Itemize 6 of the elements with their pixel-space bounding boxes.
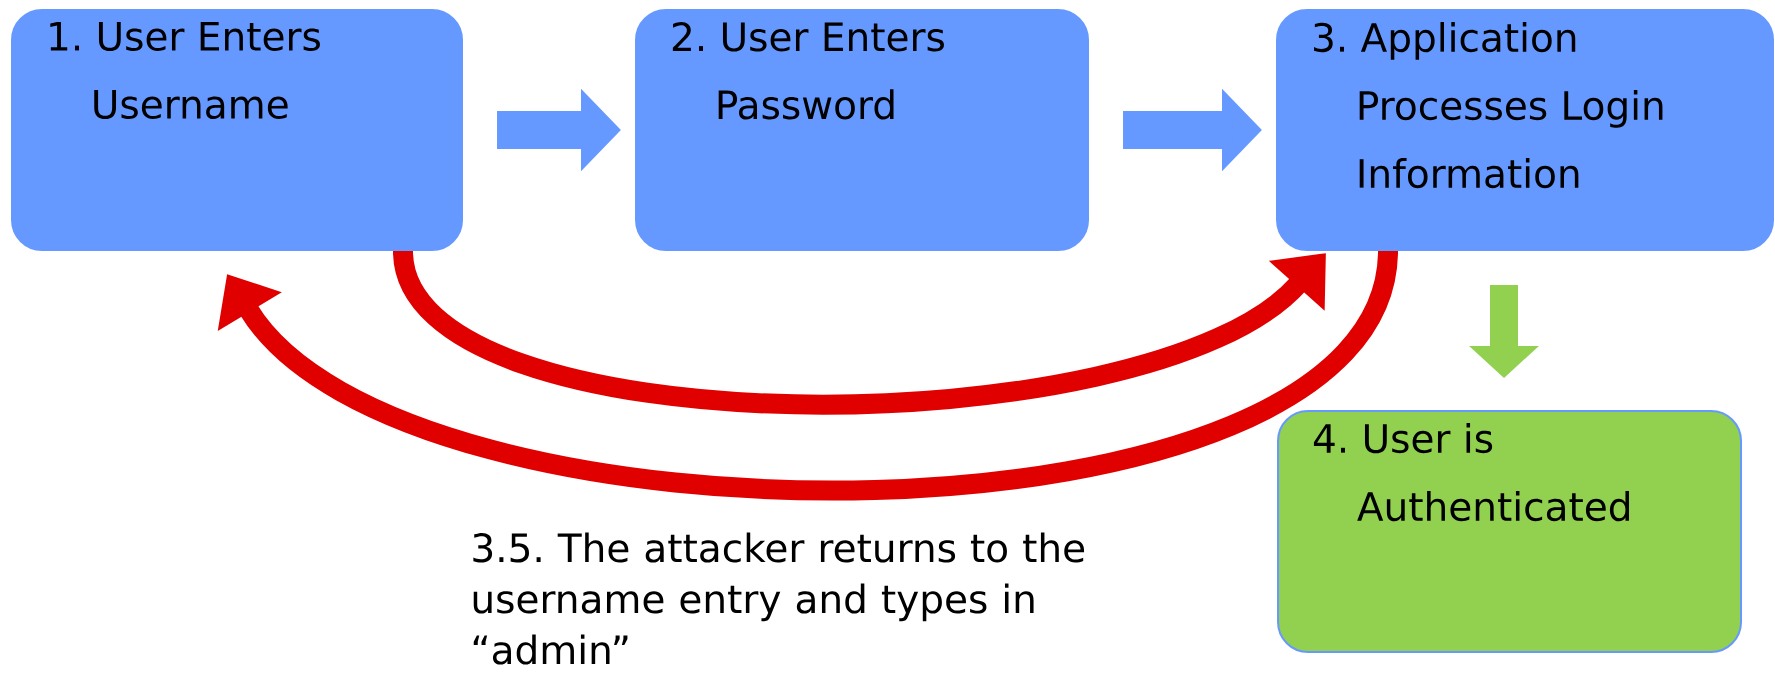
process-box: 1. User Enters Username (11, 9, 463, 251)
note-text: 3.5. The attacker returns to the username entry and types in “admin” (473, 532, 1085, 665)
process-box: 3. Application Processes Login Information (1276, 9, 1774, 251)
process-box: 2. User Enters Password (635, 9, 1089, 251)
arrow (217, 248, 1398, 500)
process-box: 4. User is Authenticated (1277, 410, 1742, 653)
